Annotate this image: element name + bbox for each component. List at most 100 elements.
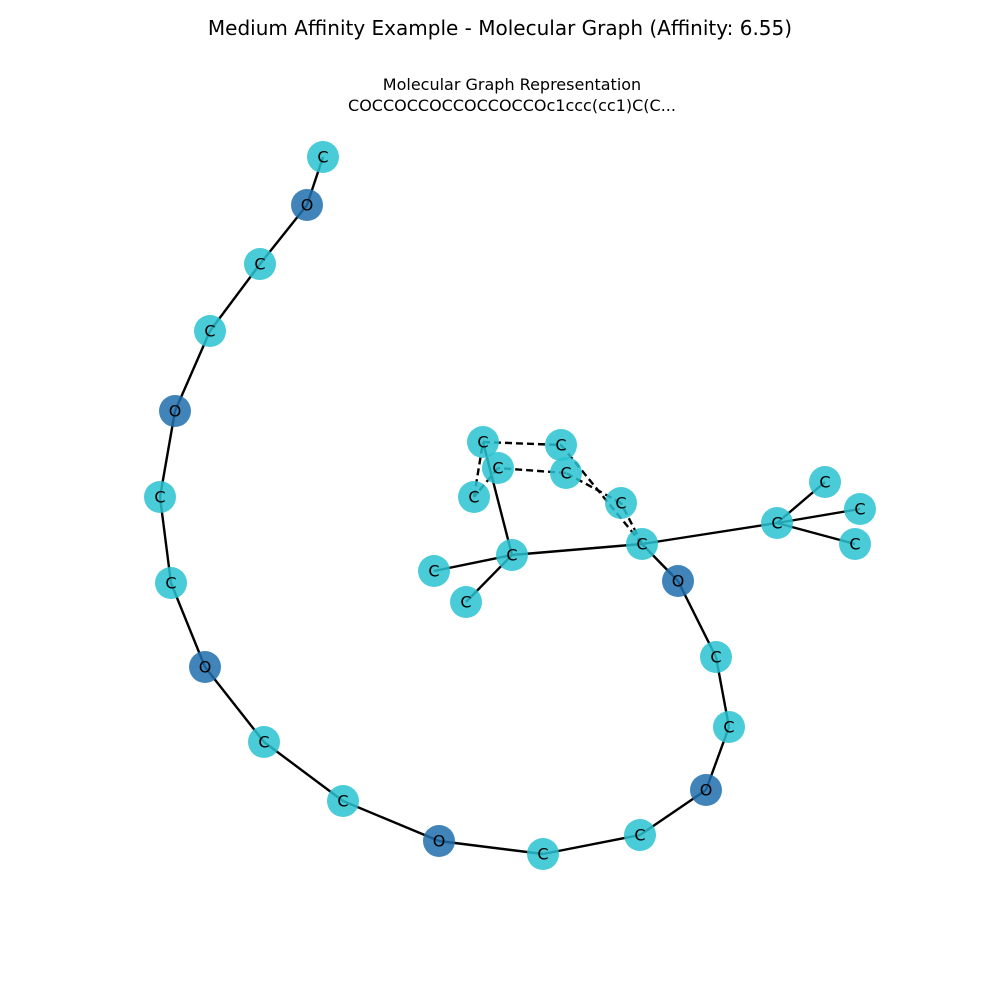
- atom-circle: [458, 481, 490, 513]
- figure-title: Medium Affinity Example - Molecular Grap…: [207, 16, 793, 40]
- atom-label: C: [468, 488, 479, 507]
- atom-node-n13: C: [624, 819, 656, 851]
- atom-node-n8: O: [189, 651, 221, 683]
- atom-circle: [194, 315, 226, 347]
- atom-node-n17: O: [662, 565, 694, 597]
- atom-circle: [761, 507, 793, 539]
- atom-circle: [662, 565, 694, 597]
- atom-label: C: [204, 322, 215, 341]
- atom-label: C: [337, 792, 348, 811]
- atom-label: C: [317, 148, 328, 167]
- atom-label: C: [492, 459, 503, 478]
- atom-node-n24: C: [545, 429, 577, 461]
- atom-node-n31: C: [839, 528, 871, 560]
- atom-label: O: [433, 832, 446, 851]
- atom-node-n20: C: [550, 457, 582, 489]
- atom-node-n7: C: [155, 567, 187, 599]
- subtitle-smiles: COCCOCCOCCOCCOCCOc1ccc(cc1)C(C...: [348, 96, 676, 115]
- atom-label: C: [477, 433, 488, 452]
- atom-label: C: [254, 255, 265, 274]
- atom-label: C: [537, 845, 548, 864]
- atom-circle: [605, 487, 637, 519]
- atom-label: C: [710, 648, 721, 667]
- atom-node-n3: C: [244, 248, 276, 280]
- atom-label: C: [723, 718, 734, 737]
- atom-label: O: [169, 402, 182, 421]
- atom-label: C: [636, 535, 647, 554]
- atom-label: C: [615, 494, 626, 513]
- atom-circle: [159, 395, 191, 427]
- atom-node-n4: C: [194, 315, 226, 347]
- atom-node-n30: C: [844, 493, 876, 525]
- atom-circle: [496, 539, 528, 571]
- bond-n11-n12: [438, 839, 544, 856]
- atom-node-n11: O: [423, 825, 455, 857]
- atom-label: C: [165, 574, 176, 593]
- atom-node-n21: C: [482, 452, 514, 484]
- atom-label: O: [199, 658, 212, 677]
- atom-node-n12: C: [527, 838, 559, 870]
- atom-label: C: [428, 562, 439, 581]
- atom-node-n22: C: [458, 481, 490, 513]
- atom-circle: [418, 555, 450, 587]
- atom-label: C: [506, 546, 517, 565]
- atom-circle: [467, 426, 499, 458]
- atom-circle: [839, 528, 871, 560]
- atom-label: C: [154, 488, 165, 507]
- atom-circle: [527, 838, 559, 870]
- atom-circle: [450, 586, 482, 618]
- atom-node-n18: C: [626, 528, 658, 560]
- atom-node-n26: C: [418, 555, 450, 587]
- atom-node-n27: C: [450, 586, 482, 618]
- atom-circle: [844, 493, 876, 525]
- atom-circle: [291, 189, 323, 221]
- atom-circle: [482, 452, 514, 484]
- bond-n25-n18: [511, 542, 643, 557]
- atom-node-n14: O: [690, 774, 722, 806]
- atom-circle: [248, 726, 280, 758]
- atom-node-n15: C: [713, 711, 745, 743]
- subtitle-line1: Molecular Graph Representation: [382, 75, 642, 94]
- bond-n9-n10: [263, 741, 344, 802]
- atom-circle: [327, 785, 359, 817]
- atom-circle: [144, 481, 176, 513]
- atom-node-n28: C: [761, 507, 793, 539]
- bond-n18-n28: [641, 521, 778, 546]
- atom-node-n2: O: [291, 189, 323, 221]
- atom-node-n23: C: [467, 426, 499, 458]
- atom-node-n6: C: [144, 481, 176, 513]
- atom-label: C: [849, 535, 860, 554]
- atom-node-n16: C: [700, 641, 732, 673]
- atom-circle: [690, 774, 722, 806]
- bond-n10-n11: [342, 799, 440, 843]
- atom-node-n19: C: [605, 487, 637, 519]
- atom-node-n29: C: [809, 466, 841, 498]
- atom-label: O: [700, 781, 713, 800]
- atom-node-n25: C: [496, 539, 528, 571]
- atom-circle: [423, 825, 455, 857]
- atom-label: C: [560, 464, 571, 483]
- atom-node-n1: C: [307, 141, 339, 173]
- atom-label: C: [258, 733, 269, 752]
- atom-node-n10: C: [327, 785, 359, 817]
- atom-circle: [624, 819, 656, 851]
- atom-circle: [307, 141, 339, 173]
- atom-circle: [700, 641, 732, 673]
- atom-circle: [244, 248, 276, 280]
- atom-circle: [713, 711, 745, 743]
- atom-node-n5: O: [159, 395, 191, 427]
- atom-circle: [189, 651, 221, 683]
- atom-label: O: [301, 196, 314, 215]
- atom-label: C: [460, 593, 471, 612]
- atom-circle: [545, 429, 577, 461]
- atom-label: C: [819, 473, 830, 492]
- atom-circle: [626, 528, 658, 560]
- atom-circle: [155, 567, 187, 599]
- atom-label: O: [672, 572, 685, 591]
- atom-label: C: [771, 514, 782, 533]
- atom-node-n9: C: [248, 726, 280, 758]
- atom-label: C: [634, 826, 645, 845]
- atom-circle: [809, 466, 841, 498]
